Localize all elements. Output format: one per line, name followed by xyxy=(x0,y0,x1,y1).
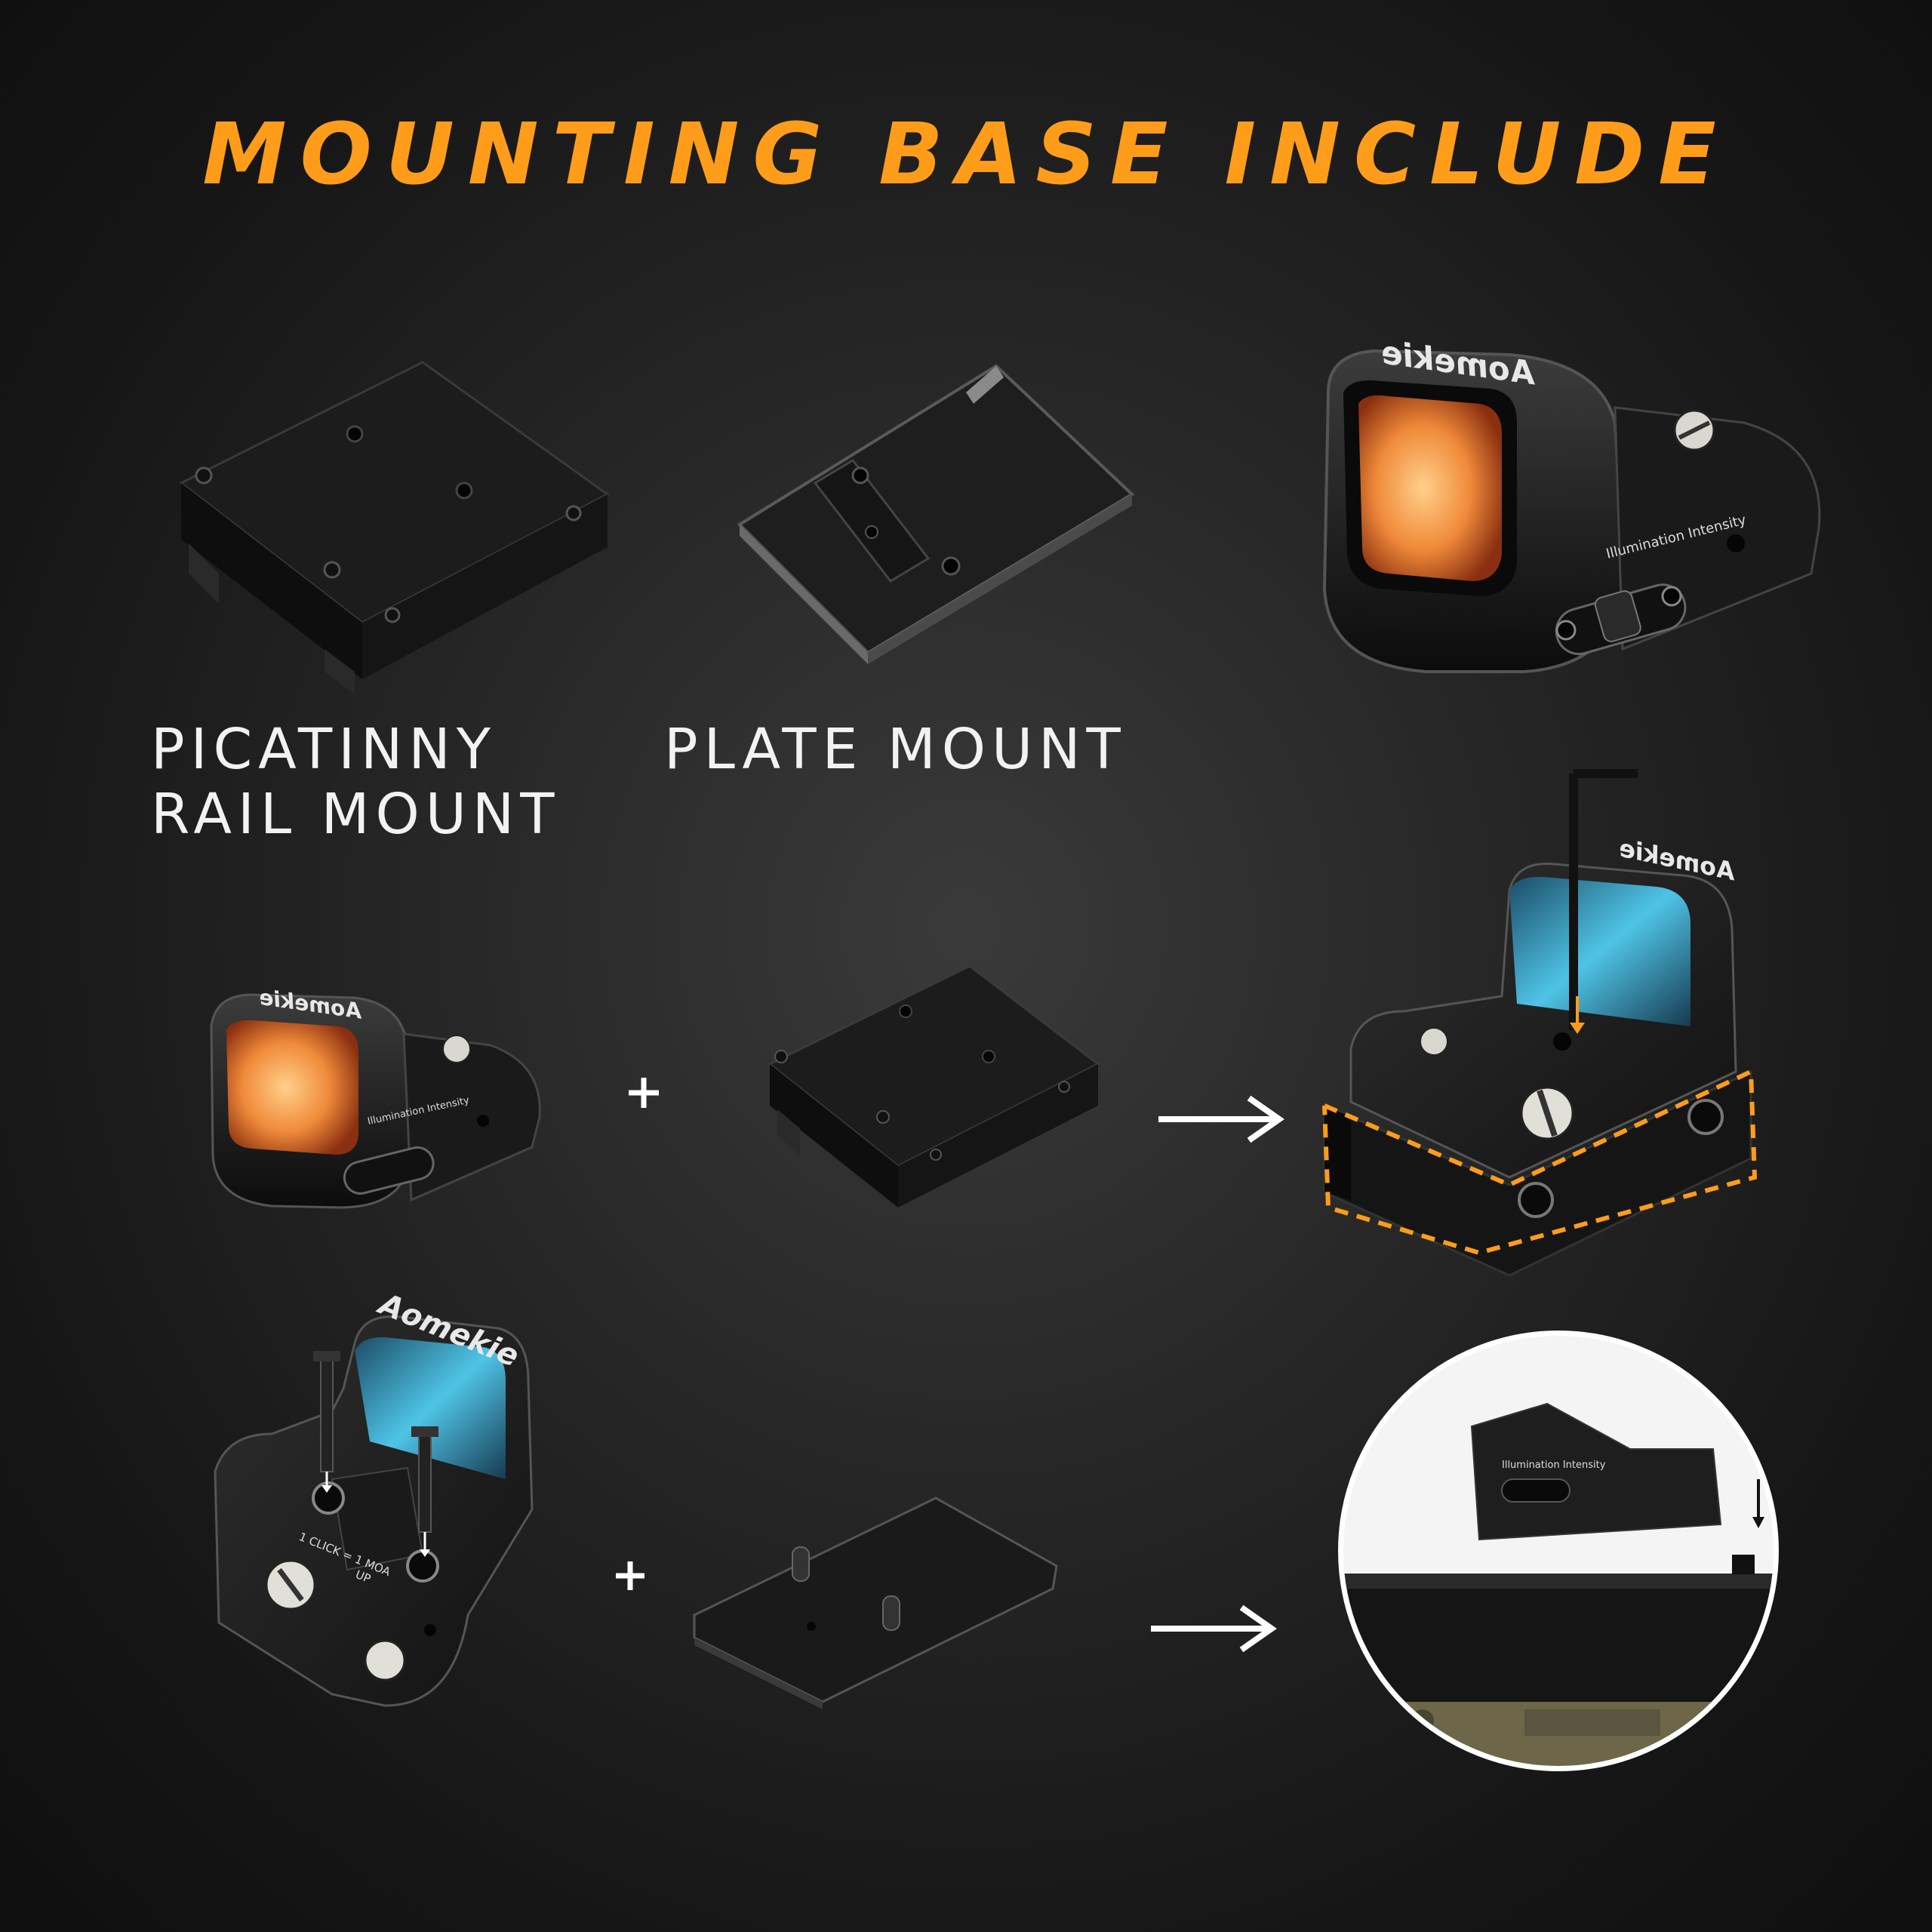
page-title: MOUNTING BASE INCLUDE xyxy=(202,106,1730,204)
picatinny-rail-mount-small xyxy=(768,964,1100,1208)
picatinny-rail-mount-label: PICATINNY RAIL MOUNT xyxy=(151,717,561,847)
sight-with-screws: Aomekie 1 CLICK = 1 MOA UP xyxy=(214,1286,534,1707)
plus-icon xyxy=(629,1078,659,1108)
red-dot-sight-front: Aomekie Illumination Intensity xyxy=(1322,334,1821,673)
small-red-dot-sight: Aomekie Illumination Intensity xyxy=(210,985,541,1209)
plate-mount xyxy=(737,364,1135,664)
assembled-sight-on-rail: Aomekie xyxy=(1322,769,1758,1277)
plate-mount-small xyxy=(693,1497,1058,1709)
illumination-label-inset: Illumination Intensity xyxy=(1502,1460,1606,1471)
picatinny-rail-mount xyxy=(179,361,610,694)
plus-icon-2 xyxy=(616,1561,645,1590)
pistol-inset: Illumination Intensity xyxy=(1338,1331,1779,1771)
arrow-right-icon-2 xyxy=(1151,1604,1277,1653)
arrow-right-icon xyxy=(1158,1095,1284,1143)
plate-mount-label: PLATE MOUNT xyxy=(664,717,1127,782)
